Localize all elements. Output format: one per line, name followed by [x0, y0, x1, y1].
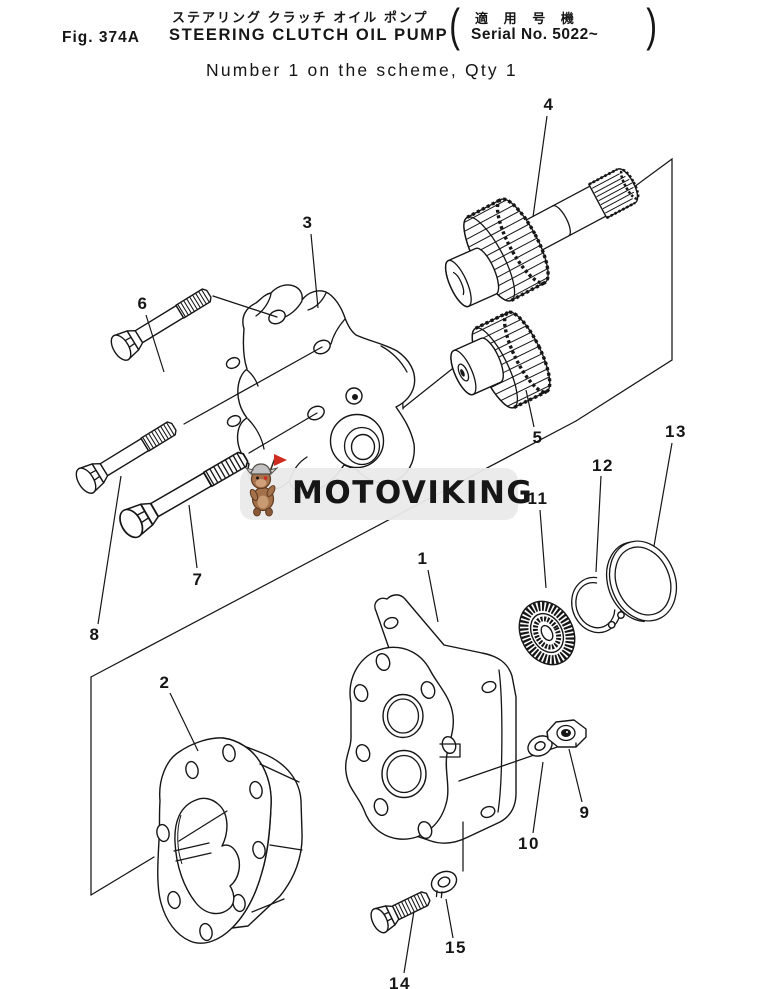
serial-note-japanese: 適 用 号 機	[475, 11, 580, 26]
boundary-bottom-segment-2	[178, 810, 228, 842]
callout-number-5: 5	[533, 428, 544, 447]
callout-leader-9	[568, 748, 583, 803]
callout-leader-1	[427, 569, 439, 623]
callout-number-1: 1	[418, 549, 429, 568]
callout-number-6: 6	[138, 294, 149, 313]
callout-number-12: 12	[592, 456, 614, 475]
callout-leader-5	[525, 389, 535, 428]
part-14-bolt	[370, 891, 431, 934]
callout-leader-10	[532, 761, 544, 834]
callout-number-14: 14	[389, 974, 411, 989]
callout-number-3: 3	[303, 213, 314, 232]
callout-number-4: 4	[544, 95, 555, 114]
callout-leader-3	[310, 233, 319, 309]
callout-number-15: 15	[445, 938, 467, 957]
scheme-subtitle: Number 1 on the scheme, Qty 1	[206, 60, 518, 80]
part-11-bearing	[518, 600, 576, 666]
figure-label: Fig. 374A	[62, 29, 140, 46]
callout-leader-13	[653, 442, 673, 547]
callout-leader-15	[445, 898, 454, 939]
serial-paren-right: )	[646, 0, 658, 51]
callout-leader-14	[403, 910, 415, 974]
callout-number-2: 2	[160, 673, 171, 692]
part-15-lock-washer	[430, 870, 458, 899]
part-10-washer	[527, 735, 553, 757]
callout-number-7: 7	[193, 570, 204, 589]
part-5-gear-hub	[450, 337, 504, 396]
callout-leader-2	[169, 692, 199, 752]
callout-number-11: 11	[528, 489, 549, 508]
part-9-nut	[546, 719, 587, 748]
serial-paren-left: (	[449, 0, 461, 51]
watermark-brand: MOTOVIKING	[292, 475, 534, 511]
part-13-ring	[605, 540, 678, 623]
bolt-axis-lines	[183, 295, 323, 454]
part-4-gear-hub	[444, 247, 500, 308]
gear5-axis-line	[402, 364, 458, 409]
callout-leader-12	[595, 475, 602, 573]
part-2-spacer-flange	[156, 737, 303, 944]
callout-number-13: 13	[665, 422, 687, 441]
serial-number-note: Serial No. 5022~	[471, 26, 599, 43]
part-8-bolt	[71, 414, 182, 498]
callout-leader-8	[97, 475, 122, 625]
viking-mascot-icon	[244, 454, 287, 517]
callout-leader-11	[539, 509, 547, 589]
callout-number-9: 9	[580, 803, 591, 822]
callout-leader-4	[532, 115, 548, 218]
callout-number-10: 10	[518, 834, 540, 853]
title-japanese: ステアリング クラッチ オイル ポンプ	[172, 10, 429, 25]
callout-leader-6	[145, 314, 165, 373]
part-1-pump-body	[344, 594, 517, 844]
boundary-bottom-segment	[90, 856, 155, 896]
part-6-bolt	[106, 281, 217, 365]
callout-number-8: 8	[90, 625, 101, 644]
part-12-snap-ring	[571, 576, 625, 634]
title-english: STEERING CLUTCH OIL PUMP	[169, 26, 449, 44]
watermark-badge: MOTOVIKING	[240, 454, 532, 520]
callout-leader-7	[188, 504, 198, 569]
